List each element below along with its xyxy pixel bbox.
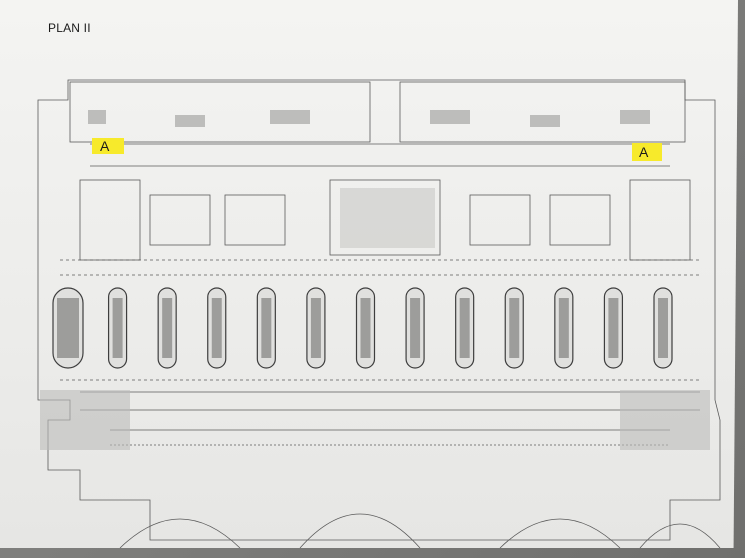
pier-interior [360, 298, 371, 358]
marker-a-right: A [632, 143, 662, 161]
detail-block [430, 110, 470, 124]
module-box [469, 194, 531, 246]
pier-interior [509, 298, 520, 358]
detail-block [620, 390, 710, 450]
pier-interior [211, 298, 222, 358]
ramp-curve [119, 518, 241, 548]
pier-interior [310, 298, 321, 358]
floor-plan-drawing: A A [37, 79, 721, 548]
module-box [549, 194, 611, 246]
pier-interior [459, 298, 470, 358]
pier-interior [162, 298, 173, 358]
marker-highlight [632, 143, 662, 161]
left-core [79, 179, 141, 261]
module-box [149, 194, 211, 246]
ramp-curve [639, 523, 721, 548]
detail-block [620, 110, 650, 124]
ramp-curve [299, 513, 421, 548]
pier-interior [57, 298, 79, 358]
pier-group [52, 287, 673, 369]
ramp-curve [499, 518, 621, 548]
paper-sheet: PLAN II [0, 0, 738, 548]
pier-interior [658, 298, 668, 358]
detail-block [340, 188, 435, 248]
pier-interior [558, 298, 569, 358]
plan-linework [37, 79, 721, 548]
pier-interior [410, 298, 421, 358]
detail-block [175, 115, 205, 127]
marker-label: A [639, 144, 649, 160]
marker-a-left: A [92, 138, 124, 154]
pier-interior [112, 298, 123, 358]
central-core [329, 179, 441, 256]
detail-block [270, 110, 310, 124]
landside-block-right [399, 81, 686, 143]
page-title: PLAN II [48, 21, 91, 35]
marker-label: A [100, 138, 110, 154]
detail-blocks [40, 110, 710, 450]
detail-block [40, 390, 130, 450]
detail-block [88, 110, 106, 124]
marker-highlight [92, 138, 124, 154]
module-box [224, 194, 286, 246]
pier-interior [608, 298, 619, 358]
detail-block [530, 115, 560, 127]
pier-interior [261, 298, 272, 358]
right-core [629, 179, 691, 261]
landside-block-left [69, 81, 371, 143]
